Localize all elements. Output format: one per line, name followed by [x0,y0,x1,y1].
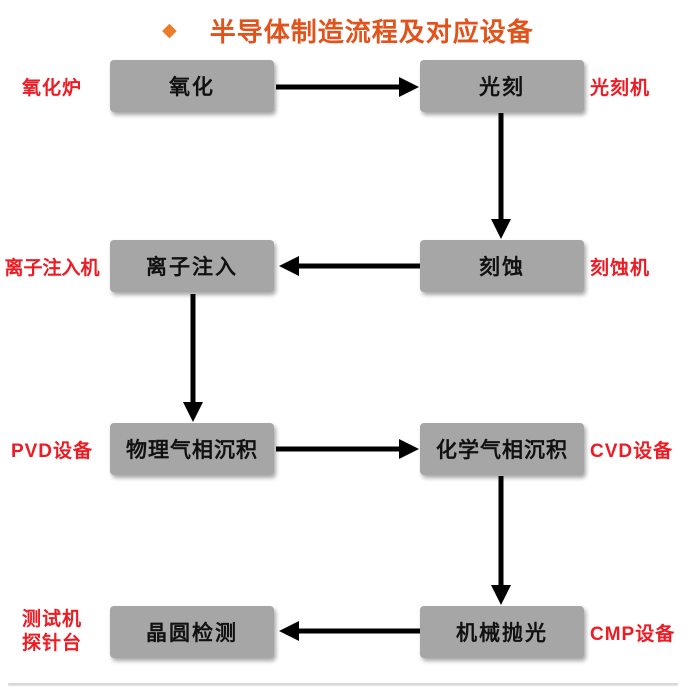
equipment-label-tester-prober: 测试机 探针台 [0,604,104,660]
flow-node-wafer-test: 晶圆检测 [110,606,274,658]
flow-node-cmp: 机械抛光 [420,606,584,658]
flow-node-ion-implantation: 离子注入 [110,240,274,292]
equipment-label-prober: 探针台 [21,633,82,654]
flow-node-cvd: 化学气相沉积 [420,423,584,475]
equipment-label-tester: 测试机 [21,609,82,631]
equipment-label-cvd: CVD设备 [590,440,674,462]
flow-node-lithography: 光刻 [420,60,584,112]
flow-node-etching: 刻蚀 [420,240,584,292]
equipment-label-cmp: CMP设备 [590,623,676,645]
bottom-divider [8,683,678,685]
equipment-label-oxidation-furnace: 氧化炉 [21,77,82,99]
flow-node-pvd: 物理气相沉积 [110,423,274,475]
equipment-label-etcher: 刻蚀机 [590,257,651,279]
equipment-label-ion-implanter: 离子注入机 [4,257,100,279]
equipment-label-pvd: PVD设备 [10,440,94,462]
page-title: ◆ 半导体制造流程及对应设备 [0,12,696,49]
flow-node-oxidation: 氧化 [110,60,274,112]
diamond-bullet-icon: ◆ [162,20,178,41]
equipment-label-lithography-machine: 光刻机 [590,77,651,99]
page-title-text: 半导体制造流程及对应设备 [209,17,534,47]
